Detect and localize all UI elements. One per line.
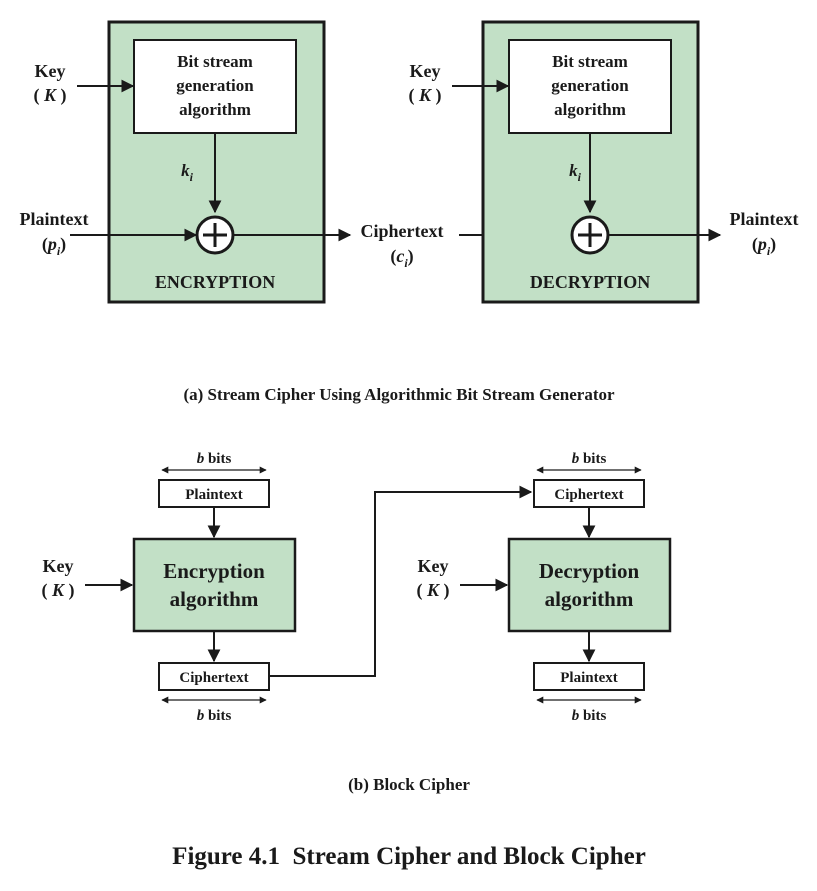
decryption-algorithm-box (507, 537, 672, 633)
dec-bottom-width-label: b bits (572, 708, 607, 724)
decryption-algorithm-line-1: Decryption (539, 559, 640, 583)
encryption-panel-label: ENCRYPTION (155, 272, 275, 292)
block-dec-key-label: Key (418, 556, 449, 576)
dec-key-symbol: ( K ) (408, 85, 441, 106)
block-cipher-section: b bits Plaintext Encryption algorithm Ci… (41, 451, 672, 794)
block-enc-key-label: Key (43, 556, 74, 576)
mid-ciphertext-symbol: (ci) (390, 246, 413, 270)
dec-plaintext-label: Plaintext (730, 209, 799, 229)
ciphertext-transfer-arrow (269, 485, 533, 677)
enc-plaintext-symbol: (pi) (42, 234, 66, 258)
enc-generator-line-3: algorithm (179, 100, 251, 119)
encryption-panel: Bit stream generation algorithm ki ENCRY… (107, 20, 326, 304)
stream-cipher-section: Bit stream generation algorithm ki ENCRY… (20, 20, 799, 404)
enc-keystream-label: ki (181, 161, 194, 184)
block-enc-plaintext-box (158, 479, 270, 508)
dec-bitstream-generator-box (508, 39, 672, 134)
encryption-algorithm-line-1: Encryption (163, 559, 265, 583)
block-dec-plaintext-box (533, 662, 645, 691)
block-dec-ciphertext-box (533, 479, 645, 508)
encryption-algorithm-line-2: algorithm (170, 587, 259, 611)
dec-generator-line-3: algorithm (554, 100, 626, 119)
block-dec-ciphertext-label: Ciphertext (554, 487, 623, 503)
block-encryption-column: b bits Plaintext Encryption algorithm Ci… (41, 451, 297, 724)
enc-top-width-label: b bits (197, 451, 232, 467)
block-enc-key-symbol: ( K ) (41, 580, 74, 601)
enc-plaintext-label: Plaintext (20, 209, 89, 229)
enc-xor-icon (195, 215, 235, 255)
enc-key-label: Key (35, 61, 66, 81)
stream-cipher-caption: (a) Stream Cipher Using Algorithmic Bit … (183, 385, 615, 404)
enc-generator-line-2: generation (176, 76, 254, 95)
block-enc-plaintext-label: Plaintext (185, 487, 243, 503)
dec-key-label: Key (410, 61, 441, 81)
block-enc-ciphertext-label: Ciphertext (179, 670, 248, 686)
block-decryption-column: b bits Ciphertext Decryption algorithm P… (416, 451, 672, 724)
decryption-panel-label: DECRYPTION (530, 272, 650, 292)
figure-title: Figure 4.1 Stream Cipher and Block Ciphe… (172, 843, 646, 870)
dec-top-width-label: b bits (572, 451, 607, 467)
encryption-algorithm-box (132, 537, 297, 633)
decryption-algorithm-line-2: algorithm (545, 587, 634, 611)
block-cipher-caption: (b) Block Cipher (348, 775, 470, 794)
dec-keystream-label: ki (569, 161, 582, 184)
dec-xor-icon (570, 215, 610, 255)
decryption-panel: Bit stream generation algorithm ki DECRY… (481, 20, 700, 304)
block-dec-key-symbol: ( K ) (416, 580, 449, 601)
block-dec-plaintext-label: Plaintext (560, 670, 618, 686)
mid-ciphertext-label: Ciphertext (361, 221, 444, 241)
dec-generator-line-1: Bit stream (552, 52, 628, 71)
enc-generator-line-1: Bit stream (177, 52, 253, 71)
enc-key-symbol: ( K ) (33, 85, 66, 106)
enc-bitstream-generator-box (133, 39, 297, 134)
dec-plaintext-symbol: (pi) (752, 234, 776, 258)
dec-generator-line-2: generation (551, 76, 629, 95)
enc-bottom-width-label: b bits (197, 708, 232, 724)
